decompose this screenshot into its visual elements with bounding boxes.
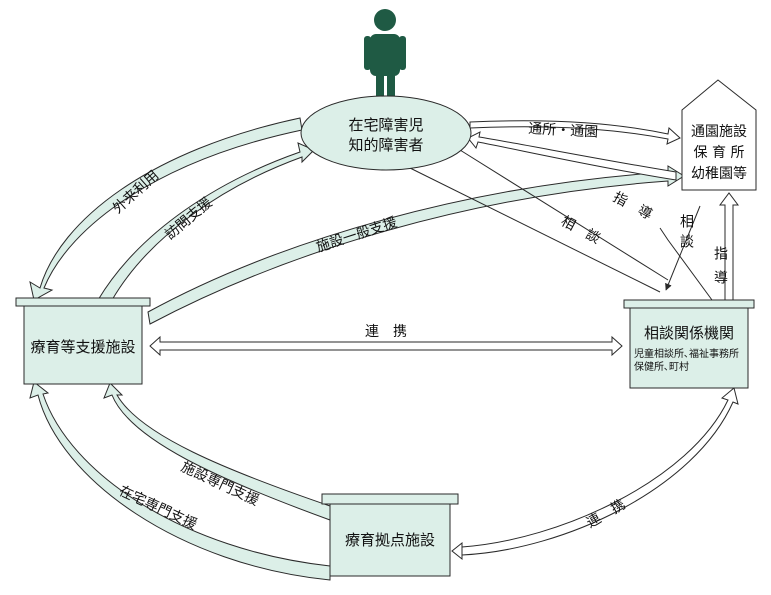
- guide-vertical-arrow: [719, 192, 739, 301]
- child-label-2: 知的障害者: [348, 136, 423, 154]
- support-label: 療育等支援施設: [30, 338, 135, 356]
- commute-label: 通所・通園: [528, 121, 599, 141]
- general-support-label: 施設一般支援: [314, 215, 399, 256]
- hub-node: [329, 503, 451, 577]
- consult-sub-2: 保健所､町村: [634, 360, 689, 373]
- consult-arrow-line: [659, 227, 713, 301]
- nursery-label-3: 幼稚園等: [691, 165, 747, 182]
- guide-arrow: [467, 131, 677, 181]
- child-node: [300, 95, 472, 171]
- support-node: [23, 305, 143, 385]
- hub-node-cap: [321, 493, 459, 505]
- consult-title: 相談関係機関: [644, 324, 734, 342]
- hub-label: 療育拠点施設: [345, 531, 435, 549]
- nursery-node: [681, 79, 757, 191]
- person-icon: [364, 9, 406, 108]
- consult-label-2: 相談: [678, 214, 694, 254]
- link-curve-head: [451, 541, 463, 561]
- nursery-label-1: 通園施設: [691, 124, 747, 140]
- link-horizontal-arrow: [149, 335, 623, 357]
- nursery-label-2: 保 育 所: [694, 145, 745, 161]
- link-label-2: 連 携: [584, 497, 628, 532]
- support-node-cap: [15, 297, 151, 307]
- consult-node: [629, 307, 749, 389]
- consult-line: [409, 167, 661, 293]
- consult-label-1: 相 談: [558, 213, 603, 247]
- visit-arrow: [97, 142, 315, 301]
- general-support-arrow: [147, 165, 685, 325]
- home-specialist-arrow: [29, 381, 331, 581]
- consult-line-2: [459, 149, 669, 281]
- commute-arrow: [469, 120, 681, 145]
- child-label-1: 在宅障害児: [348, 116, 423, 134]
- consult-sub-1: 児童相談所､福祉事務所: [634, 347, 739, 360]
- consult-node-cap: [623, 299, 755, 309]
- visit-label: 訪問支援: [162, 195, 215, 243]
- outpatient-arrow: [29, 117, 303, 301]
- guide-label-2: 指導: [712, 246, 728, 294]
- link-curve-arrow: [461, 387, 739, 556]
- link-label-1: 連 携: [365, 324, 407, 340]
- consult-nursery-line: [665, 205, 701, 291]
- guide-label-1: 指 導: [610, 189, 655, 223]
